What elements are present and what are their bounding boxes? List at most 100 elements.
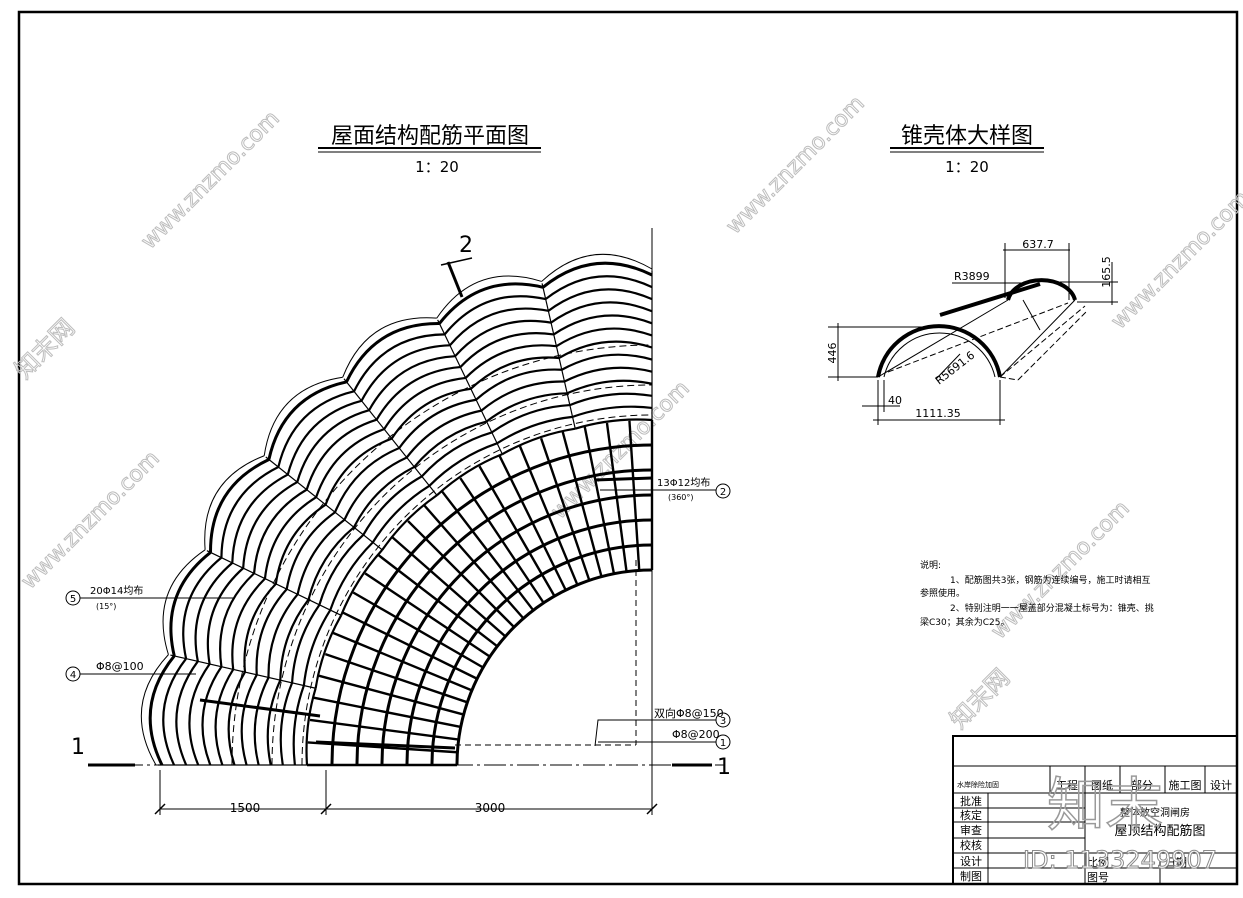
tb-project: 整体放空洞闸房: [1120, 806, 1190, 819]
cone-shell-rib: [162, 657, 187, 766]
cone-shell-rib: [252, 488, 308, 574]
section-cut-left: 1: [71, 735, 85, 760]
cone-shell-rib: [353, 333, 445, 392]
cone-shell-rib: [324, 437, 393, 506]
tb-header-cell: 工程: [1056, 779, 1078, 792]
cone-shell-rib: [302, 609, 332, 686]
svg-text:4: 4: [70, 670, 76, 681]
cone-shell-rib: [242, 481, 298, 569]
cone-shell-rib: [544, 275, 653, 300]
radial-rebar: [498, 455, 567, 591]
radial-rebar: [377, 554, 499, 648]
plan-dimension-line: [154, 770, 658, 815]
radial-rebar: [332, 631, 473, 692]
tb-header-cell: 设计: [1210, 779, 1232, 792]
cone-shell-rib: [329, 541, 374, 611]
cone-shell-rib: [188, 663, 211, 766]
cone-shell-rib: [555, 327, 653, 348]
beam-rebar: [594, 476, 653, 482]
dim-165-5: 165.5: [1100, 256, 1113, 288]
callout-2: 2 13Φ12均布 (360°): [600, 477, 731, 502]
cone-shell-rib: [421, 431, 493, 478]
tb-header-cell: 图纸: [1091, 779, 1113, 792]
cone-shell-rib: [243, 583, 277, 673]
svg-text:5: 5: [70, 594, 76, 605]
cone-shell-rib: [542, 261, 653, 289]
watermark-site: www.znzmo.com: [137, 106, 285, 254]
cone-shell-rib: [413, 420, 487, 468]
radius-r5691: R5691.6: [933, 349, 977, 388]
cone-shell-rib: [572, 405, 653, 418]
cone-shell-rib: [227, 671, 246, 766]
radial-rebar: [352, 591, 484, 669]
shell-outline: [541, 253, 653, 282]
dim-637-7: 637.7: [1022, 238, 1054, 251]
cone-shell-rib: [574, 418, 653, 430]
note-line: 1、配筋图共3张，钢筋为连续编号，施工时请相互: [950, 574, 1150, 586]
cone-shell-rib: [182, 556, 223, 659]
cone-shell-rib: [285, 511, 336, 590]
shell-valley-line: [437, 319, 503, 455]
cone-shell-rib: [398, 398, 477, 449]
cone-shell-rib: [318, 534, 365, 606]
cone-shell-rib: [443, 295, 546, 336]
cone-shell-rib: [220, 466, 279, 558]
cone-shell-rib: [290, 604, 321, 683]
radial-rebar: [518, 445, 579, 586]
watermark-cn: 知末网: [944, 664, 1015, 735]
cone-shell-rib: [345, 322, 440, 383]
cone-shell-rib: [569, 392, 653, 407]
tb-drawing-name: 屋顶结构配筋图: [1114, 823, 1205, 839]
section-mark-2: 2: [459, 233, 473, 258]
dim-40: 40: [888, 394, 902, 407]
tb-scale-label: 比例: [1087, 855, 1109, 869]
cone-shell-rib: [255, 588, 288, 675]
cone-shell-rib: [231, 473, 289, 563]
section-cut-right: 1: [717, 755, 731, 780]
cone-shell-rib: [405, 409, 482, 459]
tb-header-cell: 施工图: [1169, 779, 1202, 792]
dim-3000: 3000: [475, 801, 506, 815]
title-block: [952, 735, 1238, 885]
radial-rebar: [605, 422, 628, 572]
callout-3: 3 双向Φ8@150: [594, 706, 731, 747]
cone-shell-rib: [561, 353, 653, 371]
cone-shell-rib: [214, 668, 235, 766]
svg-text:(360°): (360°): [668, 493, 694, 502]
cone-shell-rib: [219, 572, 255, 667]
cone-shell-rib: [362, 475, 423, 536]
cone-shell-rib: [485, 392, 568, 423]
cone-shell-rib: [169, 551, 212, 657]
radius-r3899: R3899: [954, 270, 990, 283]
cone-shell-rib: [296, 518, 346, 595]
note-line: 2、特别注明一一屋盖部分混凝土标号为：锥壳、挑: [950, 602, 1154, 614]
svg-text:Φ8@200: Φ8@200: [672, 728, 720, 741]
tb-role-review: 审查: [960, 823, 982, 837]
cone-shell-rib: [371, 484, 430, 543]
cone-shell-rib: [292, 685, 305, 766]
cone-shell-rib: [340, 549, 384, 616]
cone-shell-rib: [459, 332, 554, 368]
cone-shell-rib: [480, 380, 565, 412]
cone-shell-rib: [279, 682, 294, 766]
cone-shell-rib: [360, 344, 450, 402]
cone-shell-rib: [305, 687, 317, 766]
cone-shell-rib: [307, 526, 355, 600]
cone-shell-rib: [501, 427, 576, 456]
cone-shell-rib: [558, 340, 653, 359]
shell-outline: [342, 317, 437, 378]
tb-role-verify: 核定: [960, 808, 982, 822]
radial-rebar: [441, 490, 535, 612]
cone-shell-rib: [206, 567, 244, 665]
cone-shell-rib: [368, 355, 456, 411]
radial-rebar: [342, 611, 478, 680]
shell-valley-line: [265, 456, 383, 551]
svg-text:13Φ12均布: 13Φ12均布: [657, 477, 710, 489]
drawing-frame: [17, 10, 1239, 886]
dim-1500: 1500: [230, 801, 261, 815]
cone-shell-rib: [231, 577, 266, 670]
dim-446: 446: [826, 343, 839, 364]
shell-outline: [162, 549, 206, 655]
detail-scale: 1：20: [945, 158, 989, 176]
